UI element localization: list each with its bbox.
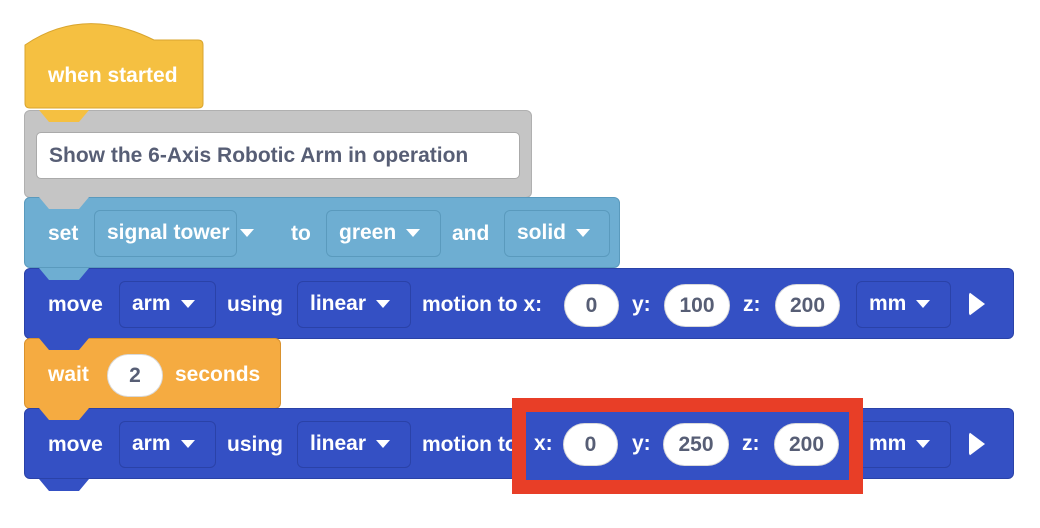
mode-dropdown[interactable]: solid: [504, 210, 610, 257]
chevron-down-icon: [916, 300, 931, 309]
chevron-down-icon: [376, 440, 391, 449]
chevron-down-icon: [180, 440, 195, 449]
unit-value: mm: [869, 292, 907, 315]
unit-dropdown[interactable]: mm: [856, 421, 951, 468]
y-input[interactable]: 250: [663, 423, 729, 466]
x-input[interactable]: 0: [563, 423, 618, 466]
target-dropdown[interactable]: arm: [119, 421, 216, 468]
y-label: y:: [632, 432, 651, 455]
comment-field[interactable]: Show the 6-Axis Robotic Arm in operation: [36, 132, 520, 179]
y-input[interactable]: 100: [664, 284, 730, 327]
chevron-down-icon: [239, 229, 254, 238]
motion-value: linear: [310, 432, 367, 455]
wait-block[interactable]: wait 2 seconds: [24, 338, 281, 409]
seconds-label: seconds: [175, 363, 261, 386]
z-label: z:: [742, 432, 760, 455]
using-label: using: [227, 433, 283, 456]
target-value: arm: [132, 432, 171, 455]
chevron-down-icon: [916, 440, 931, 449]
chevron-down-icon: [576, 229, 591, 238]
and-label: and: [452, 222, 490, 245]
device-dropdown[interactable]: signal tower: [94, 210, 254, 257]
when-started-label: when started: [48, 64, 178, 87]
mode-value: solid: [517, 221, 567, 244]
chevron-down-icon: [376, 300, 391, 309]
highlight-box: x: 0 y: 250 z: 200: [512, 398, 863, 494]
y-label: y:: [632, 293, 651, 316]
z-label: z:: [743, 293, 761, 316]
motion-to-label: motion to: [422, 433, 518, 456]
expand-arrow-icon[interactable]: [969, 292, 985, 316]
using-label: using: [227, 293, 283, 316]
motion-to-x-label: motion to x:: [422, 293, 543, 316]
chevron-down-icon: [180, 300, 195, 309]
color-value: green: [339, 221, 397, 244]
motion-dropdown[interactable]: linear: [297, 281, 411, 328]
expand-arrow-icon[interactable]: [969, 432, 985, 456]
target-value: arm: [132, 292, 171, 315]
x-input[interactable]: 0: [564, 284, 619, 327]
device-value: signal tower: [107, 221, 230, 244]
move-label: move: [48, 433, 103, 456]
z-input[interactable]: 200: [775, 284, 840, 327]
set-signal-tower-block[interactable]: set signal tower to green and solid: [24, 197, 620, 268]
comment-block[interactable]: Show the 6-Axis Robotic Arm in operation: [24, 110, 532, 198]
unit-dropdown[interactable]: mm: [856, 281, 951, 328]
to-label: to: [291, 222, 311, 245]
motion-value: linear: [310, 292, 367, 315]
z-input[interactable]: 200: [774, 423, 839, 466]
set-label: set: [48, 222, 79, 245]
move-arm-block-1[interactable]: move arm using linear motion to x: 0 y: …: [24, 268, 1014, 339]
hat-shape: [24, 23, 204, 109]
wait-seconds-input[interactable]: 2: [107, 354, 163, 397]
move-label: move: [48, 293, 103, 316]
x-label: x:: [534, 432, 553, 455]
unit-value: mm: [869, 432, 907, 455]
target-dropdown[interactable]: arm: [119, 281, 216, 328]
motion-dropdown[interactable]: linear: [297, 421, 411, 468]
color-dropdown[interactable]: green: [326, 210, 441, 257]
wait-label: wait: [48, 363, 89, 386]
chevron-down-icon: [406, 229, 421, 238]
